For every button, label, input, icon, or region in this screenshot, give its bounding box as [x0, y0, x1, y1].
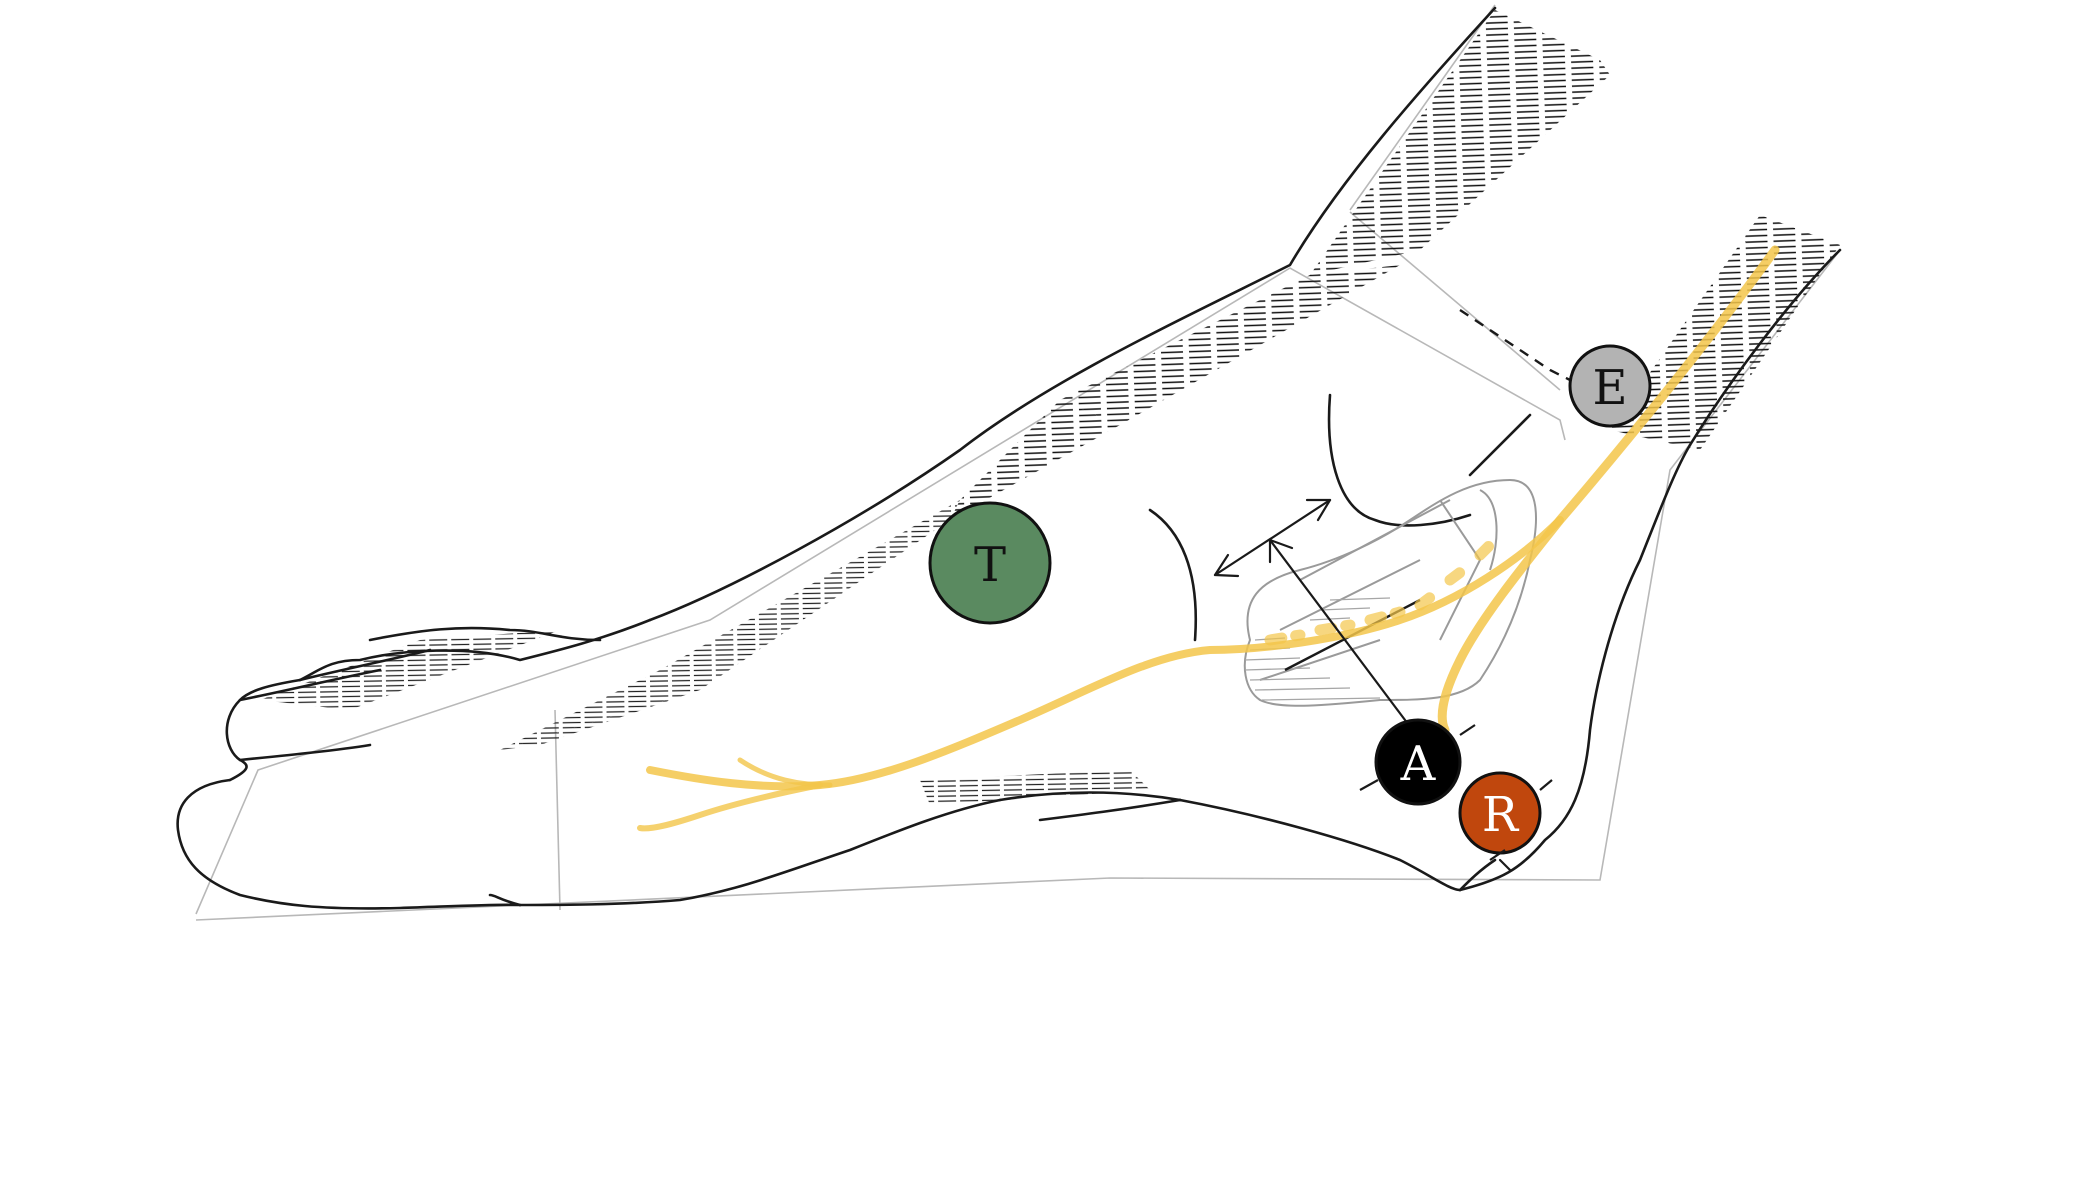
- marker-e: E: [1568, 344, 1652, 428]
- marker-layer: T E AR: [928, 344, 1652, 861]
- marker-r: R: [1458, 771, 1542, 855]
- marker-t: T: [928, 501, 1052, 625]
- marker-e-label: E: [1592, 360, 1627, 416]
- nerve-path: [637, 245, 1780, 832]
- marker-e-circle: [1568, 344, 1652, 428]
- marker-a: A: [1374, 718, 1462, 806]
- tarsal-bones: [1243, 478, 1537, 707]
- marker-a-circle: [1374, 718, 1462, 806]
- marker-r-label: R: [1482, 787, 1520, 843]
- foot-outline: [176, 6, 1842, 910]
- marker-a-label: A: [1400, 736, 1437, 792]
- dashed-guide: [1459, 309, 1571, 382]
- marker-t-circle: [928, 501, 1052, 625]
- range-arrows: [1213, 498, 1512, 872]
- marker-accent-strokes: [1359, 724, 1553, 861]
- marker-t-label: T: [974, 537, 1006, 593]
